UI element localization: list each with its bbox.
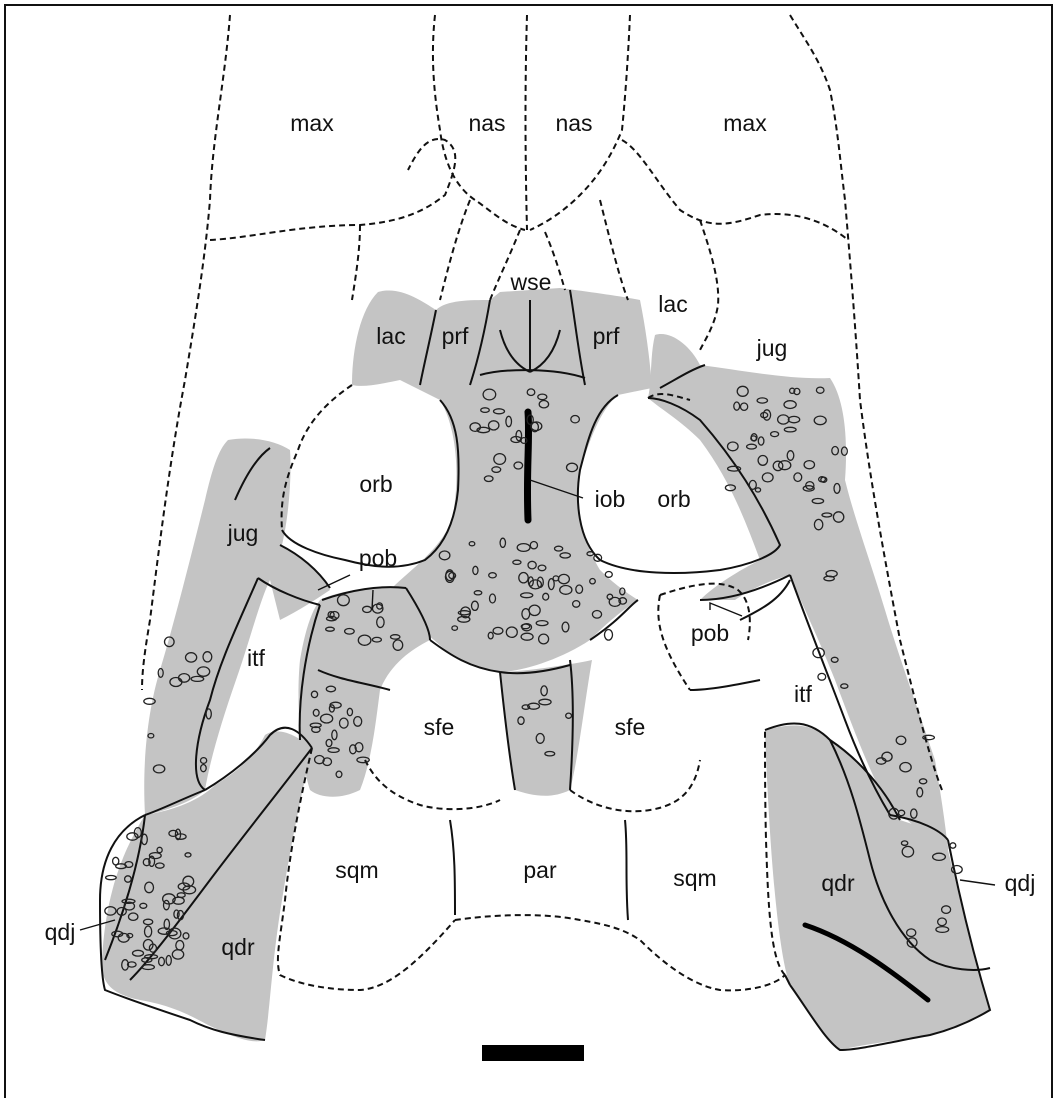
label-wse: wse [510,269,552,295]
pit [950,843,956,848]
label-qdr-left: qdr [221,934,255,960]
pit [605,572,612,578]
label-iob: iob [595,486,626,512]
scale-bar [482,1045,584,1061]
label-sqm-left: sqm [335,857,378,883]
pit [818,673,826,680]
pit [113,857,119,865]
label-max-right: max [723,110,767,136]
label-pob-left: pob [359,545,397,571]
label-orb-left: orb [359,471,392,497]
label-qdj-right: qdj [1005,870,1036,896]
pit [106,876,117,880]
label-qdj-left: qdj [45,919,76,945]
label-prf-right: prf [593,323,620,349]
label-sfe-right: sfe [615,714,646,740]
label-nas-right: nas [555,110,592,136]
central-lower-region [500,660,592,796]
label-sfe-left: sfe [424,714,455,740]
label-par: par [523,857,557,883]
label-jug-right: jug [756,335,788,361]
label-prf-left: prf [442,323,469,349]
label-qdr-right: qdr [821,870,855,896]
label-nas-left: nas [468,110,505,136]
label-lac-right: lac [658,291,687,317]
label-itf-right: itf [794,681,813,707]
label-lac-left: lac [376,323,405,349]
pit [605,630,613,641]
label-jug-left: jug [227,520,259,546]
label-sqm-right: sqm [673,865,716,891]
label-pob-right: pob [691,620,729,646]
left-postorbital-region [298,587,430,797]
label-itf-left: itf [247,645,266,671]
interorbital-groove [527,412,528,520]
label-orb-right: orb [657,486,690,512]
label-max-left: max [290,110,334,136]
